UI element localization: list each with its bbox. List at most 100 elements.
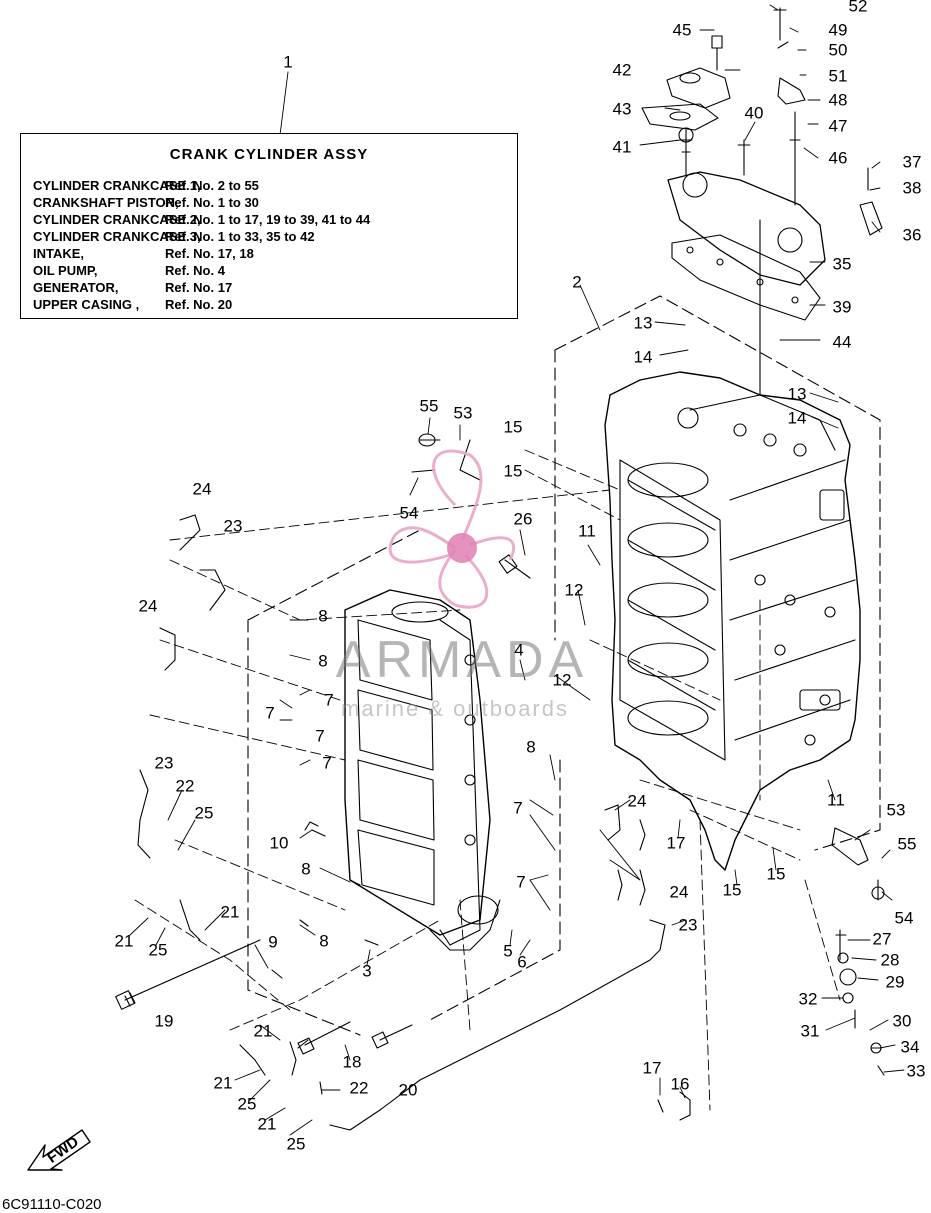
callout-label: 32 <box>798 989 818 1009</box>
legend-row: CYLINDER CRANKCASE 2,Ref. No. 1 to 17, 1… <box>33 212 370 227</box>
callout-label: 17 <box>642 1058 662 1078</box>
callout-label: 38 <box>902 178 922 198</box>
legend-row: CRANKSHAFT PISTON,Ref. No. 1 to 30 <box>33 195 259 210</box>
callout-label: 45 <box>672 20 692 40</box>
callout-label: 43 <box>612 99 632 119</box>
callout-label: 36 <box>902 225 922 245</box>
callout-label: 12 <box>552 670 572 690</box>
callout-label: 8 <box>318 651 328 671</box>
callout-label: 9 <box>268 932 278 952</box>
callout-label: 14 <box>787 408 807 428</box>
callout-label: 21 <box>220 902 240 922</box>
callout-label: 19 <box>154 1011 174 1031</box>
legend-row: INTAKE, Ref. No. 17, 18 <box>33 246 254 261</box>
legend-row-name: CRANKSHAFT PISTON, <box>33 195 179 210</box>
callout-label: 41 <box>612 137 632 157</box>
callout-label: 24 <box>192 479 212 499</box>
callout-label: 22 <box>175 776 195 796</box>
callout-label: 26 <box>513 509 533 529</box>
legend-row-ref: Ref. No. 1 to 30 <box>165 195 259 210</box>
callout-label: 53 <box>453 403 473 423</box>
armada-logo-icon <box>388 449 516 609</box>
callout-label: 21 <box>253 1021 273 1041</box>
callout-label: 24 <box>138 596 158 616</box>
callout-label: 44 <box>832 332 852 352</box>
callout-label: 2 <box>572 272 582 292</box>
catalog-code: 6C91110-C020 <box>2 1196 102 1213</box>
callout-label: 55 <box>419 396 439 416</box>
callout-label: 25 <box>237 1094 257 1114</box>
callout-label: 7 <box>324 690 334 710</box>
callout-label: 54 <box>894 908 914 928</box>
callout-label: 7 <box>315 726 325 746</box>
callout-label: 25 <box>194 803 214 823</box>
callout-label: 13 <box>787 384 807 404</box>
callout-label: 6 <box>517 952 527 972</box>
fwd-arrow <box>27 1129 91 1171</box>
legend-row-name: INTAKE, <box>33 246 85 261</box>
callout-label: 49 <box>828 20 848 40</box>
callout-label: 22 <box>349 1078 369 1098</box>
callout-label: 28 <box>880 950 900 970</box>
callout-label: 40 <box>744 103 764 123</box>
callout-label: 30 <box>892 1011 912 1031</box>
callout-label: 11 <box>578 521 596 541</box>
callout-label: 16 <box>670 1074 690 1094</box>
callout-label: 17 <box>666 833 686 853</box>
callout-label: 54 <box>399 503 419 523</box>
callout-label: 14 <box>633 347 653 367</box>
callout-label: 48 <box>828 90 848 110</box>
callout-label: 27 <box>872 929 892 949</box>
callout-label: 8 <box>319 931 329 951</box>
callout-label: 12 <box>564 580 584 600</box>
callout-label: 37 <box>902 152 922 172</box>
callout-label: 23 <box>223 516 243 536</box>
callout-label: 13 <box>633 313 653 333</box>
callout-label: 21 <box>114 931 134 951</box>
callout-label: 3 <box>362 961 372 981</box>
watermark-subtitle: marine & outboards <box>341 696 569 721</box>
callout-label: 53 <box>886 800 906 820</box>
legend-row-ref: Ref. No. 20 <box>165 297 233 312</box>
callout-label: 31 <box>800 1021 820 1041</box>
callout-label: 15 <box>503 417 523 437</box>
block-2-boundary <box>554 295 881 851</box>
callout-label: 8 <box>526 737 536 757</box>
hoses <box>137 514 666 1131</box>
callout-label: 7 <box>322 753 332 773</box>
callout-label: 21 <box>213 1073 233 1093</box>
callout-label: 35 <box>832 254 852 274</box>
callout-label: 8 <box>318 606 328 626</box>
legend-row: CYLINDER CRANKCASE 1,Ref. No. 2 to 55 <box>33 178 259 193</box>
callout-label: 51 <box>828 66 848 86</box>
callout-label: 15 <box>766 864 786 884</box>
callout-label: 4 <box>514 640 524 660</box>
callout-label: 18 <box>342 1052 362 1072</box>
exhaust-cover <box>667 171 826 396</box>
legend-row-name: CYLINDER CRANKCASE 2, <box>33 212 201 227</box>
callout-label: 29 <box>885 972 905 992</box>
callout-label: 33 <box>906 1061 926 1081</box>
legend-row-ref: Ref. No. 17, 18 <box>165 246 254 261</box>
callout-label: 11 <box>827 790 845 810</box>
legend-row-ref: Ref. No. 1 to 17, 19 to 39, 41 to 44 <box>165 212 371 227</box>
callout-label: 25 <box>286 1134 306 1154</box>
legend-row-name: GENERATOR, <box>33 280 119 295</box>
watermark-brand: ARMADA <box>335 631 589 689</box>
callout-label: 46 <box>828 148 848 168</box>
callout-label: 34 <box>900 1037 920 1057</box>
top-fittings <box>641 7 883 236</box>
legend-row: GENERATOR, Ref. No. 17 <box>33 280 232 295</box>
callout-label: 42 <box>612 60 632 80</box>
legend-row-name: CYLINDER CRANKCASE 1, <box>33 178 201 193</box>
callout-legend: 1 <box>283 52 293 72</box>
armada-logo-hub <box>447 533 477 563</box>
callout-label: 8 <box>301 859 311 879</box>
callout-label: 20 <box>398 1080 418 1100</box>
callout-label: 47 <box>828 116 848 136</box>
legend-row-ref: Ref. No. 4 <box>165 263 225 278</box>
dashed-guides <box>134 449 841 1111</box>
legend-row-ref: Ref. No. 17 <box>165 280 233 295</box>
callout-label: 7 <box>513 798 523 818</box>
